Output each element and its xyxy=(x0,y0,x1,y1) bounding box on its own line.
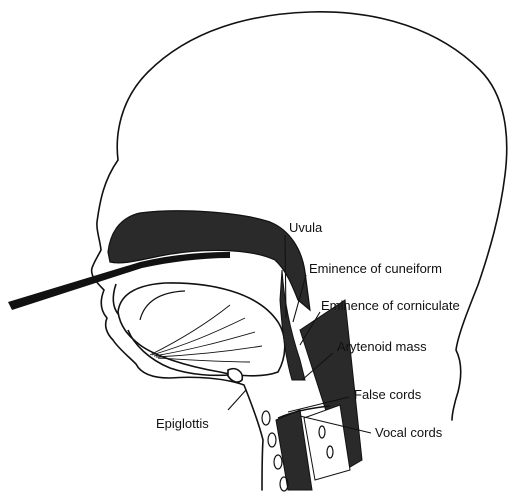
label-vocal-cords: Vocal cords xyxy=(375,425,443,440)
label-epiglottis: Epiglottis xyxy=(156,416,209,431)
epiglottis-shape xyxy=(228,369,242,382)
label-false-cords: False cords xyxy=(354,387,422,402)
label-arytenoid-mass: Arytenoid mass xyxy=(337,339,427,354)
label-uvula: Uvula xyxy=(289,220,323,235)
tongue xyxy=(118,283,285,376)
label-eminence-of-cuneiform: Eminence of cuneiform xyxy=(309,261,442,276)
label-eminence-of-corniculate: Eminence of corniculate xyxy=(321,298,460,313)
